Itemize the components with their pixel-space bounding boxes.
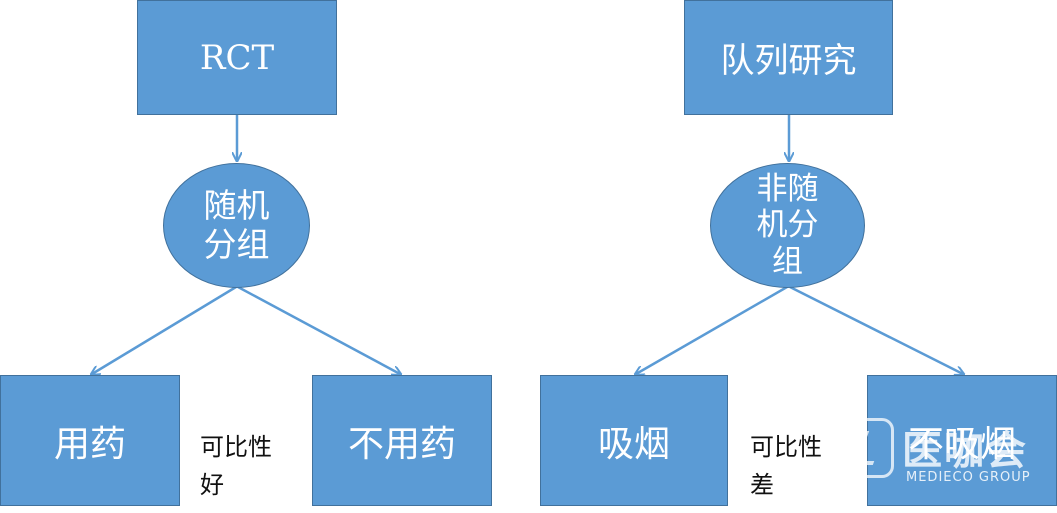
drug-label: 用药: [53, 423, 126, 465]
comparability-good-note: 可比性好: [200, 433, 272, 499]
drug-box: 用药: [0, 375, 180, 506]
arrow-random-to-drug: [92, 285, 237, 374]
no-drug-box: 不用药: [312, 375, 492, 506]
arrow-random-to-nodrug: [237, 285, 400, 374]
medieco-logo-icon: [842, 418, 894, 478]
smoke-label: 吸烟: [597, 423, 670, 465]
cohort-study-label: 队列研究: [720, 41, 857, 81]
arrow-nonrandom-to-nosmoke: [789, 285, 963, 374]
no-drug-label: 不用药: [347, 423, 456, 465]
watermark-subtitle: MEDIECO GROUP: [906, 470, 1031, 485]
arrow-nonrandom-to-smoke: [636, 285, 788, 374]
watermark: 医咖会 MEDIECO GROUP: [842, 412, 1042, 497]
smoke-box: 吸烟: [540, 375, 728, 506]
cohort-study-box: 队列研究: [684, 0, 893, 115]
rct-label: RCT: [199, 37, 275, 78]
watermark-name: 医咖会: [902, 428, 1028, 474]
random-group-ellipse: 随机 分组: [163, 163, 310, 288]
random-group-label: 随机 分组: [203, 185, 270, 264]
non-random-group-ellipse: 非随 机分 组: [710, 163, 865, 288]
rct-box: RCT: [137, 0, 337, 115]
non-random-group-label: 非随 机分 组: [756, 170, 819, 280]
comparability-poor-note: 可比性差: [750, 433, 822, 499]
no-smoke-label: 不吸烟: [907, 423, 1016, 465]
